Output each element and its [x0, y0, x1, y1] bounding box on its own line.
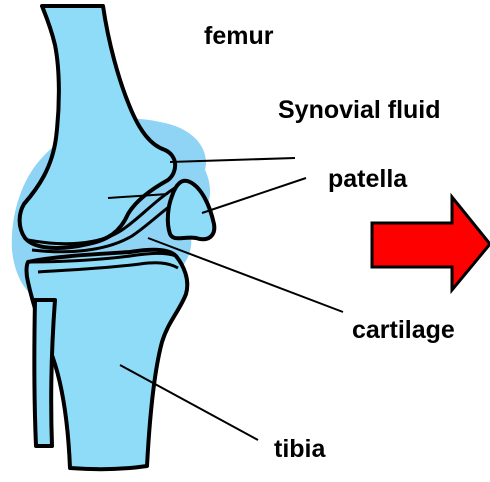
label-synovial-fluid: Synovial fluid [278, 98, 441, 123]
label-cartilage: cartilage [352, 318, 455, 343]
label-femur: femur [204, 24, 273, 49]
label-patella: patella [328, 167, 407, 192]
right-arrow-icon [372, 197, 490, 290]
label-tibia: tibia [274, 437, 325, 462]
leader-patella [202, 178, 306, 213]
fibula-bone [34, 300, 55, 446]
